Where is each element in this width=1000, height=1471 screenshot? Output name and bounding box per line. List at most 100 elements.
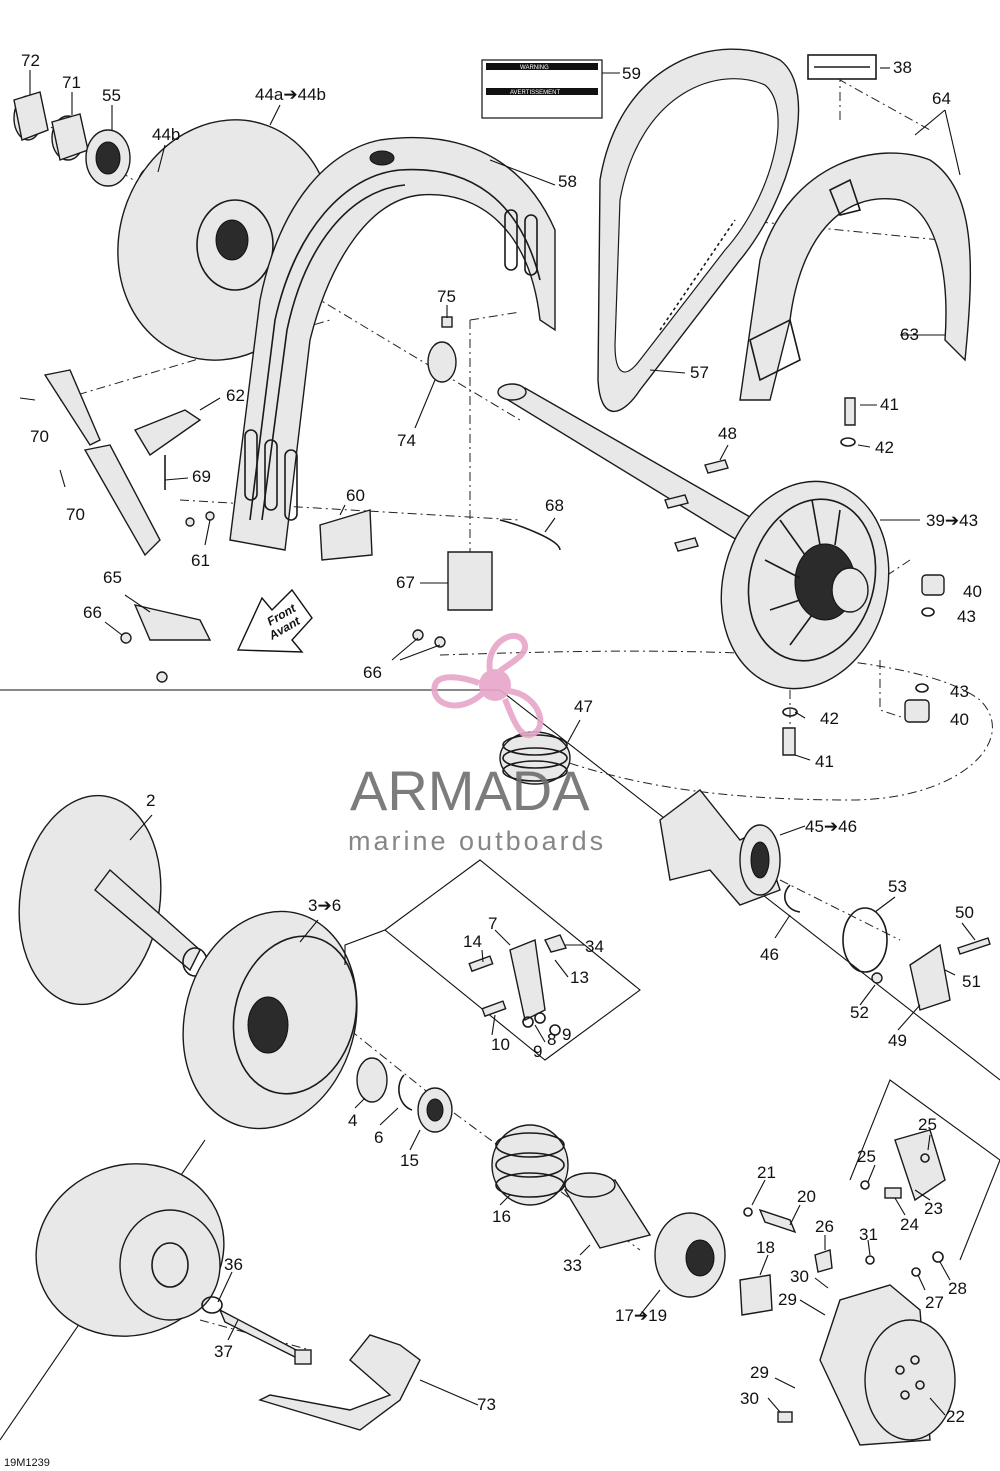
callout-49: 49 [888, 1031, 907, 1050]
callout-30b: 30 [740, 1389, 759, 1408]
watermark-brand: ARMADA [350, 759, 590, 822]
callout-9b: 9 [562, 1025, 571, 1044]
callout-8: 8 [547, 1030, 556, 1049]
callout-39: 39➔43 [926, 511, 978, 530]
callout-61: 61 [191, 551, 210, 570]
callout-53: 53 [888, 877, 907, 896]
callout-52: 52 [850, 1003, 869, 1022]
bushing-set [356, 1057, 453, 1133]
callout-72: 72 [21, 51, 40, 70]
callout-13: 13 [570, 968, 589, 987]
warning-heading-fr: AVERTISSEMENT [510, 90, 560, 96]
callout-14: 14 [463, 932, 482, 951]
callout-22: 22 [946, 1407, 965, 1426]
callout-69: 69 [192, 467, 211, 486]
callout-74: 74 [397, 431, 416, 450]
callout-30a: 30 [790, 1267, 809, 1286]
support-bracket-73 [258, 1334, 421, 1431]
watermark-subtitle: marine outboards [348, 826, 606, 856]
callout-10: 10 [491, 1035, 510, 1054]
callout-64: 64 [932, 89, 951, 108]
cam-assembly [659, 789, 991, 1011]
callout-27: 27 [925, 1293, 944, 1312]
callout-48: 48 [718, 424, 737, 443]
callout-15: 15 [400, 1151, 419, 1170]
callout-25a: 25 [918, 1115, 937, 1134]
drive-pulley-movable-half [182, 910, 358, 1130]
callout-36: 36 [224, 1255, 243, 1274]
callout-73: 73 [477, 1395, 496, 1414]
belt-guard-bracket [229, 137, 556, 551]
small-decal [807, 54, 877, 80]
outer-belt-guard [739, 152, 972, 401]
spider-assembly [654, 1207, 797, 1316]
sleeve-33 [563, 1172, 652, 1249]
callout-21: 21 [757, 1163, 776, 1182]
upper-brackets-and-clips [43, 316, 561, 683]
callout-9a: 9 [533, 1042, 542, 1061]
callout-37: 37 [214, 1342, 233, 1361]
callout-59: 59 [622, 64, 641, 83]
callout-4: 4 [348, 1111, 357, 1130]
front-direction-arrow: Front Avant [236, 588, 313, 653]
callout-33: 33 [563, 1256, 582, 1275]
roller-inset-right [849, 1079, 1000, 1261]
callout-41a: 41 [880, 395, 899, 414]
callout-63: 63 [900, 325, 919, 344]
callout-45: 45➔46 [805, 817, 857, 836]
callout-29b: 29 [750, 1363, 769, 1382]
callout-31: 31 [859, 1225, 878, 1244]
callout-47: 47 [574, 697, 593, 716]
callout-44b: 44b [152, 125, 180, 144]
warning-heading-en: WARNING [520, 65, 549, 71]
bearing-stack-top-left [13, 91, 163, 205]
callout-66a: 66 [83, 603, 102, 622]
callout-leader-lines [19, 67, 976, 1416]
primary-clutch-housing [35, 1163, 312, 1365]
callout-7: 7 [488, 914, 497, 933]
callout-50: 50 [955, 903, 974, 922]
callout-40a: 40 [963, 582, 982, 601]
callout-70b: 70 [66, 505, 85, 524]
warning-label-decal: WARNING AVERTISSEMENT [481, 59, 603, 119]
callout-3: 3➔6 [308, 896, 341, 915]
callout-41b: 41 [815, 752, 834, 771]
armada-watermark: ARMADA marine outboards [348, 632, 606, 856]
callout-51: 51 [962, 972, 981, 991]
callout-6: 6 [374, 1128, 383, 1147]
document-code: 19M1239 [4, 1457, 50, 1469]
callout-44a: 44a➔44b [255, 85, 326, 104]
roller-arm-inset [344, 859, 641, 1061]
spring-47 [499, 731, 571, 785]
callout-labels: 72 71 55 44a➔44b 44b 59 38 64 58 75 62 7… [4, 51, 982, 1469]
callout-34: 34 [585, 937, 604, 956]
callout-75: 75 [437, 287, 456, 306]
callout-2: 2 [146, 791, 155, 810]
callout-70a: 70 [30, 427, 49, 446]
callout-25b: 25 [857, 1147, 876, 1166]
callout-26: 26 [815, 1217, 834, 1236]
callout-28: 28 [948, 1279, 967, 1298]
callout-60: 60 [346, 486, 365, 505]
callout-23: 23 [924, 1199, 943, 1218]
callout-55: 55 [102, 86, 121, 105]
callout-68: 68 [545, 496, 564, 515]
callout-38: 38 [893, 58, 912, 77]
callout-20: 20 [797, 1187, 816, 1206]
callout-17: 17➔19 [615, 1306, 667, 1325]
callout-40b: 40 [950, 710, 969, 729]
callout-29a: 29 [778, 1290, 797, 1309]
callout-65: 65 [103, 568, 122, 587]
callout-71: 71 [62, 73, 81, 92]
callout-24: 24 [900, 1215, 919, 1234]
callout-46: 46 [760, 945, 779, 964]
governor-cup [777, 1249, 956, 1446]
driven-pulley-assembly [497, 383, 890, 690]
callout-62: 62 [226, 386, 245, 405]
callout-42a: 42 [875, 438, 894, 457]
callout-67: 67 [396, 573, 415, 592]
callout-66b: 66 [363, 663, 382, 682]
pink-propeller-icon [431, 632, 544, 739]
drive-belt [597, 48, 800, 412]
